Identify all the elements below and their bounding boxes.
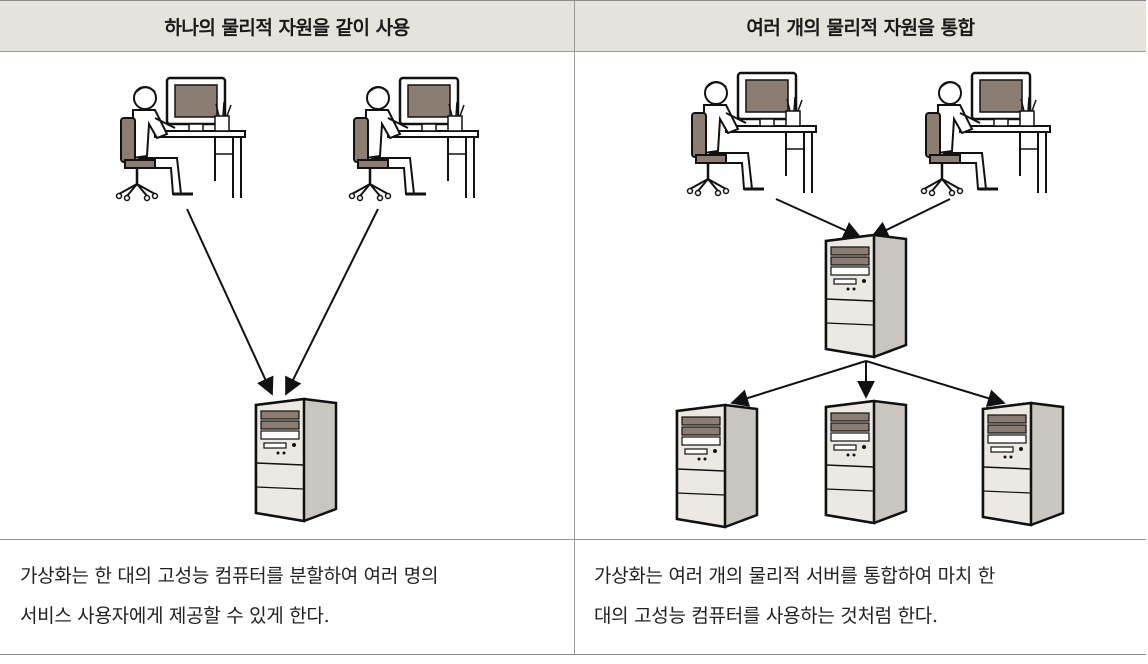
user-workstation-icon	[920, 71, 1052, 197]
right-caption-line: 가상화는 여러 개의 물리적 서버를 통합하여 마치 한	[594, 565, 995, 587]
user-workstation-icon	[115, 76, 247, 202]
right-caption: 가상화는 여러 개의 물리적 서버를 통합하여 마치 한 대의 고성능 컴퓨터를…	[594, 556, 995, 636]
arrow	[186, 208, 274, 396]
left-caption-line: 서비스 사용자에게 제공할 수 있게 한다.	[20, 605, 330, 627]
caption-divider	[0, 539, 1146, 540]
user-workstation-icon	[348, 76, 480, 202]
arrow	[285, 208, 379, 396]
server-icon	[981, 401, 1065, 527]
server-icon	[675, 403, 759, 529]
right-caption-line: 대의 고성능 컴퓨터를 사용하는 것처럼 한다.	[594, 605, 938, 627]
server-icon	[824, 233, 908, 359]
diagram-art	[115, 71, 1065, 529]
column-divider	[574, 1, 575, 654]
arrow	[775, 198, 862, 239]
arrow	[730, 360, 867, 407]
server-icon	[254, 397, 338, 523]
left-caption: 가상화는 한 대의 고성능 컴퓨터를 분할하여 여러 명의 서비스 사용자에게 …	[20, 556, 438, 636]
left-caption-line: 가상화는 한 대의 고성능 컴퓨터를 분할하여 여러 명의	[20, 565, 439, 587]
left-header: 하나의 물리적 자원을 같이 사용	[0, 1, 574, 52]
right-header: 여러 개의 물리적 자원을 통합	[575, 1, 1146, 52]
arrow	[870, 198, 951, 238]
user-workstation-icon	[686, 71, 818, 197]
arrow	[865, 360, 1006, 407]
server-icon	[824, 399, 908, 525]
